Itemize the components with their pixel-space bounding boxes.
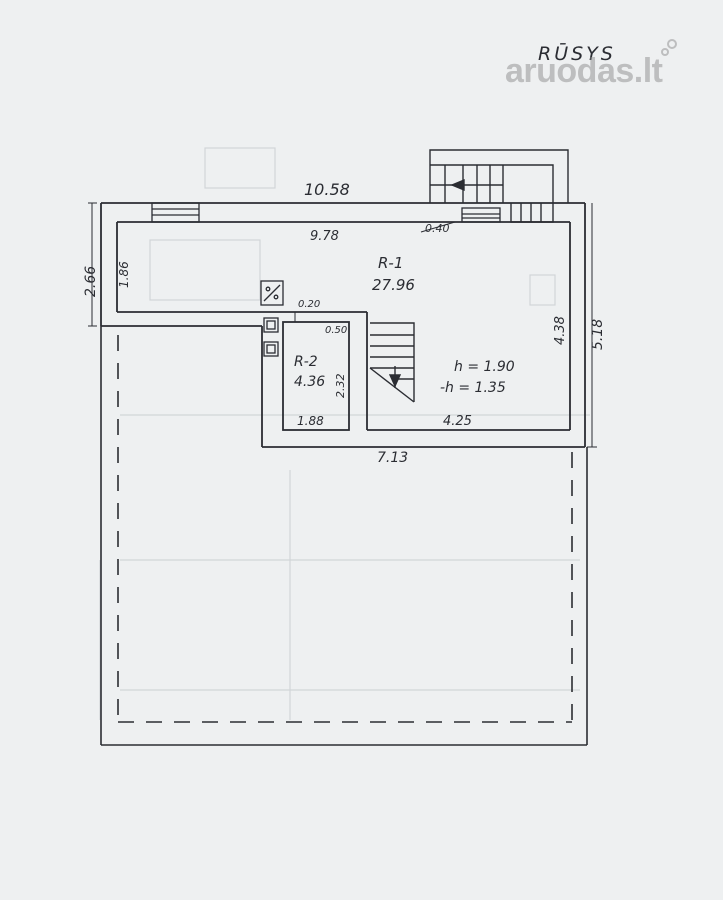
dimension-lines <box>88 202 597 448</box>
stair-stringer <box>370 322 415 402</box>
ghost-plan <box>99 147 590 720</box>
window-frame <box>461 207 501 223</box>
vent-box-main <box>260 280 284 306</box>
vent-box-small-1 <box>263 317 279 333</box>
exterior-stair <box>429 149 569 223</box>
stair-diagonal <box>369 367 415 403</box>
dim-opening-top: 0.40 <box>425 222 450 235</box>
room-r2-area: 4.36 <box>294 374 325 390</box>
dashed-outline <box>100 326 588 746</box>
dim-right-inner: 4.38 <box>553 316 568 345</box>
dim-outer-top: 10.58 <box>304 180 350 199</box>
ghost-box <box>529 274 556 306</box>
watermark-dot <box>667 39 677 49</box>
vent-inner <box>266 344 276 354</box>
dim-r2-height: 2.32 <box>334 374 347 399</box>
stair-enclosure <box>429 149 569 203</box>
dim-r2-width: 1.88 <box>297 414 324 428</box>
watermark-logo-icon <box>661 39 677 56</box>
stair-inner <box>430 164 554 223</box>
interior-stair <box>369 322 415 403</box>
vent-boxes <box>260 280 284 357</box>
window-frame <box>151 202 200 223</box>
ghost-stair-top <box>204 147 276 189</box>
room-r2-id: R-2 <box>294 354 318 370</box>
room-r1-area: 27.96 <box>372 276 415 294</box>
dim-leader-opening <box>420 221 456 233</box>
vent-diagonal <box>263 284 281 302</box>
stair-direction-arrow <box>450 178 465 192</box>
dim-r2-wall: 0.50 <box>325 325 347 336</box>
vent-box-small-2 <box>263 341 279 357</box>
window-top-right <box>461 207 501 223</box>
dim-right-outer: 5.18 <box>590 319 606 350</box>
vent-dot <box>273 294 279 300</box>
height-h: h = 1.90 <box>454 359 515 375</box>
dim-bottom-outer: 7.13 <box>377 450 408 466</box>
vent-dot <box>265 286 271 292</box>
watermark: aruodas.lt <box>505 52 663 90</box>
dim-left-height: 2.66 <box>83 266 99 297</box>
room-r1-id: R-1 <box>378 254 403 272</box>
stair-direction-arrow <box>388 374 402 388</box>
labels: RŪSYS 10.58 9.78 0.40 2.66 1.86 5.18 4.3… <box>83 41 616 466</box>
sheet-title: RŪSYS <box>538 41 616 65</box>
watermark-dot <box>661 48 669 56</box>
r2-room-outline <box>282 321 350 431</box>
dim-inner-top: 9.78 <box>310 229 339 244</box>
dim-bottom-inner: 4.25 <box>443 414 472 429</box>
window-top-left <box>151 202 200 223</box>
vent-inner <box>266 320 276 330</box>
ghost-box <box>149 239 261 301</box>
dim-r2-top-gap: 0.20 <box>298 299 320 310</box>
dim-inner-left-height: 1.86 <box>117 261 131 288</box>
height-minus-h: -h = 1.35 <box>440 380 506 396</box>
